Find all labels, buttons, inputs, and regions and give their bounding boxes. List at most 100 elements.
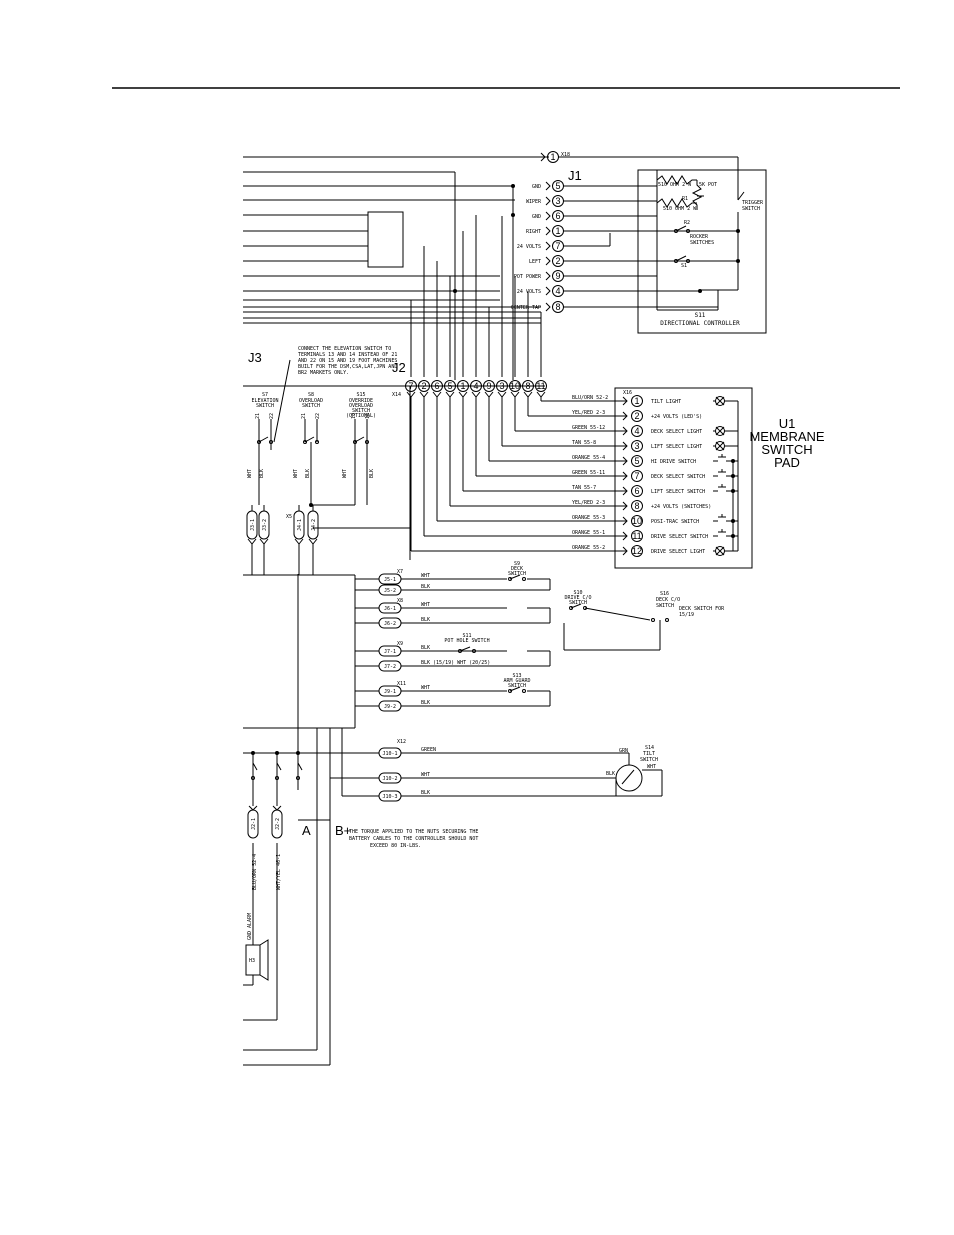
j2-pin-5-number: 5 [447,381,452,391]
switch-contact [569,606,573,610]
connector-arrow-down [406,391,416,398]
bplus-label: B+ [335,823,351,838]
j3-label: J3 [248,350,262,365]
j2-pin-7-circle [405,380,417,392]
connector-arrow-down [419,391,429,398]
junction-dot [511,184,515,188]
pushbutton-icon [713,484,738,492]
connector-arrow [545,211,551,221]
tilt-pin-J10-3: J10-3 [382,794,397,800]
u1-pin-10-circle [631,515,643,527]
j2-pin-8-number: 8 [525,381,530,391]
led-cross [715,396,725,406]
connector-arrow [545,302,551,312]
j1-pin-9-circle [552,270,564,282]
switch-contact [686,229,690,233]
j2-pin-4-number: 4 [473,381,478,391]
tilt-name-2: SWITCH [640,757,658,763]
tilt-grn: GRN [619,748,628,754]
wire-blk-label-1: BLK [259,469,265,478]
connector-arrow-down [484,391,494,398]
tilt-blk: BLK [606,771,615,777]
j2-1-wire: BLU/ORN 52-4 [252,854,258,890]
u1-pin-11-number: 11 [632,531,641,541]
connector-arrow [622,426,628,436]
elevation-note-5: BR2 MARKETS ONLY. [298,370,349,376]
harness-w1-1: WHT [421,602,430,608]
trigger-switch [737,191,745,215]
switch-top-name-0-1: SWITCH [256,403,274,409]
j2-pin-1-number: 1 [460,381,465,391]
membrane-wire-label-5: GREEN 55-11 [572,470,605,476]
u1-pin-5-circle [631,455,643,467]
u1-row-label-2: DECK SELECT LIGHT [651,429,702,435]
connector-arrow-down [458,391,468,398]
harness-pin-J6-2: J6-2 [384,621,396,627]
switch-contact [315,440,319,444]
j2-pin-7-number: 7 [408,381,413,391]
u1-pin-7-circle [631,470,643,482]
torque-note-3: EXCEED 80 IN-LBS. [370,843,421,849]
harness-sw-name-3-0: ARM GUARD [503,678,530,684]
junction-dot [736,229,740,233]
gnd-alarm-label: GND ALARM [247,913,253,940]
switch-top-tag-1: S8 [308,392,314,398]
j1-pin-label-8: CENTER TAP [511,305,541,311]
connector-arrow-down [308,538,318,545]
connector-arrow [622,501,628,511]
rocker-switch-2 [668,255,700,262]
harness-w1-2: BLK [421,645,430,651]
switch-top-name-2-2: SWITCH [352,408,370,414]
harness-w2-3: BLK [421,700,430,706]
connector-arrow [622,486,628,496]
junction-dot [698,289,702,293]
j2-pin-11-number: 11 [536,381,545,391]
u1-row-label-6: LIFT SELECT SWITCH [651,489,705,495]
x14-label: X14 [392,392,401,398]
wire-blk-label-2: BLK [305,469,311,478]
switch-contact [458,649,462,653]
j1-pin-3-circle [552,195,564,207]
pot-5k [691,180,703,210]
j1-pin-9-number: 9 [555,271,560,281]
membrane-wire-label-2: GREEN 55-12 [572,425,605,431]
fuse-arm [297,762,303,771]
connector-arrow-down [523,391,533,398]
switch-top-name-2-3: (OPTIONAL) [346,413,376,419]
harness-sw-name-1-1: SWITCH [569,600,587,606]
switch-contact [686,259,690,263]
j2-pin-11-circle [535,380,547,392]
wire-wht-label-1: WHT [247,469,253,478]
switch-top-t2-0: 22 [269,413,275,419]
connector-arrow [622,441,628,451]
u1-row-label-5: DECK SELECT SWITCH [651,474,705,480]
connector-label-J2-1: J2-1 [251,818,257,830]
pushbutton-icon [713,514,738,522]
j2-pin-6-number: 6 [434,381,439,391]
switch-top-name-0-0: ELEVATION [251,398,278,404]
u1-pin-10-number: 10 [632,516,642,526]
torque-note-2: BATTERY CABLES TO THE CONTROLLER SHOULD … [349,836,478,842]
s16-note-2: 15/19 [679,612,694,618]
r1-value: 510 OHM 2 W [658,182,692,188]
u1-pin-1-circle [631,395,643,407]
j2-pin-10-number: 10 [510,381,520,391]
u1-pin-7-number: 7 [634,471,639,481]
membrane-wire-label-9: ORANGE 55-1 [572,530,605,536]
u1-pin-12-number: 12 [632,546,642,556]
harness-w1-0: WHT [421,573,430,579]
tilt-name-1: TILT [643,751,655,757]
harness-sw-tag-1: S10 [573,590,582,596]
junction-dot [736,259,740,263]
s16-note-1: DECK SWITCH FOR [679,606,725,612]
j1-pin-8-number: 8 [555,302,560,312]
j2-pin-3-circle [496,380,508,392]
connector-label-J4-2: J4-2 [311,519,317,531]
u1-row-label-3: LIFT SELECT LIGHT [651,444,702,450]
connector-arrow-down [497,391,507,398]
connector-arrow-down [247,538,257,545]
j1-pin-5-number: 5 [555,181,560,191]
junction-dot [251,751,255,755]
harness-w2-1: BLK [421,617,430,623]
u1-pin-1-number: 1 [634,396,639,406]
